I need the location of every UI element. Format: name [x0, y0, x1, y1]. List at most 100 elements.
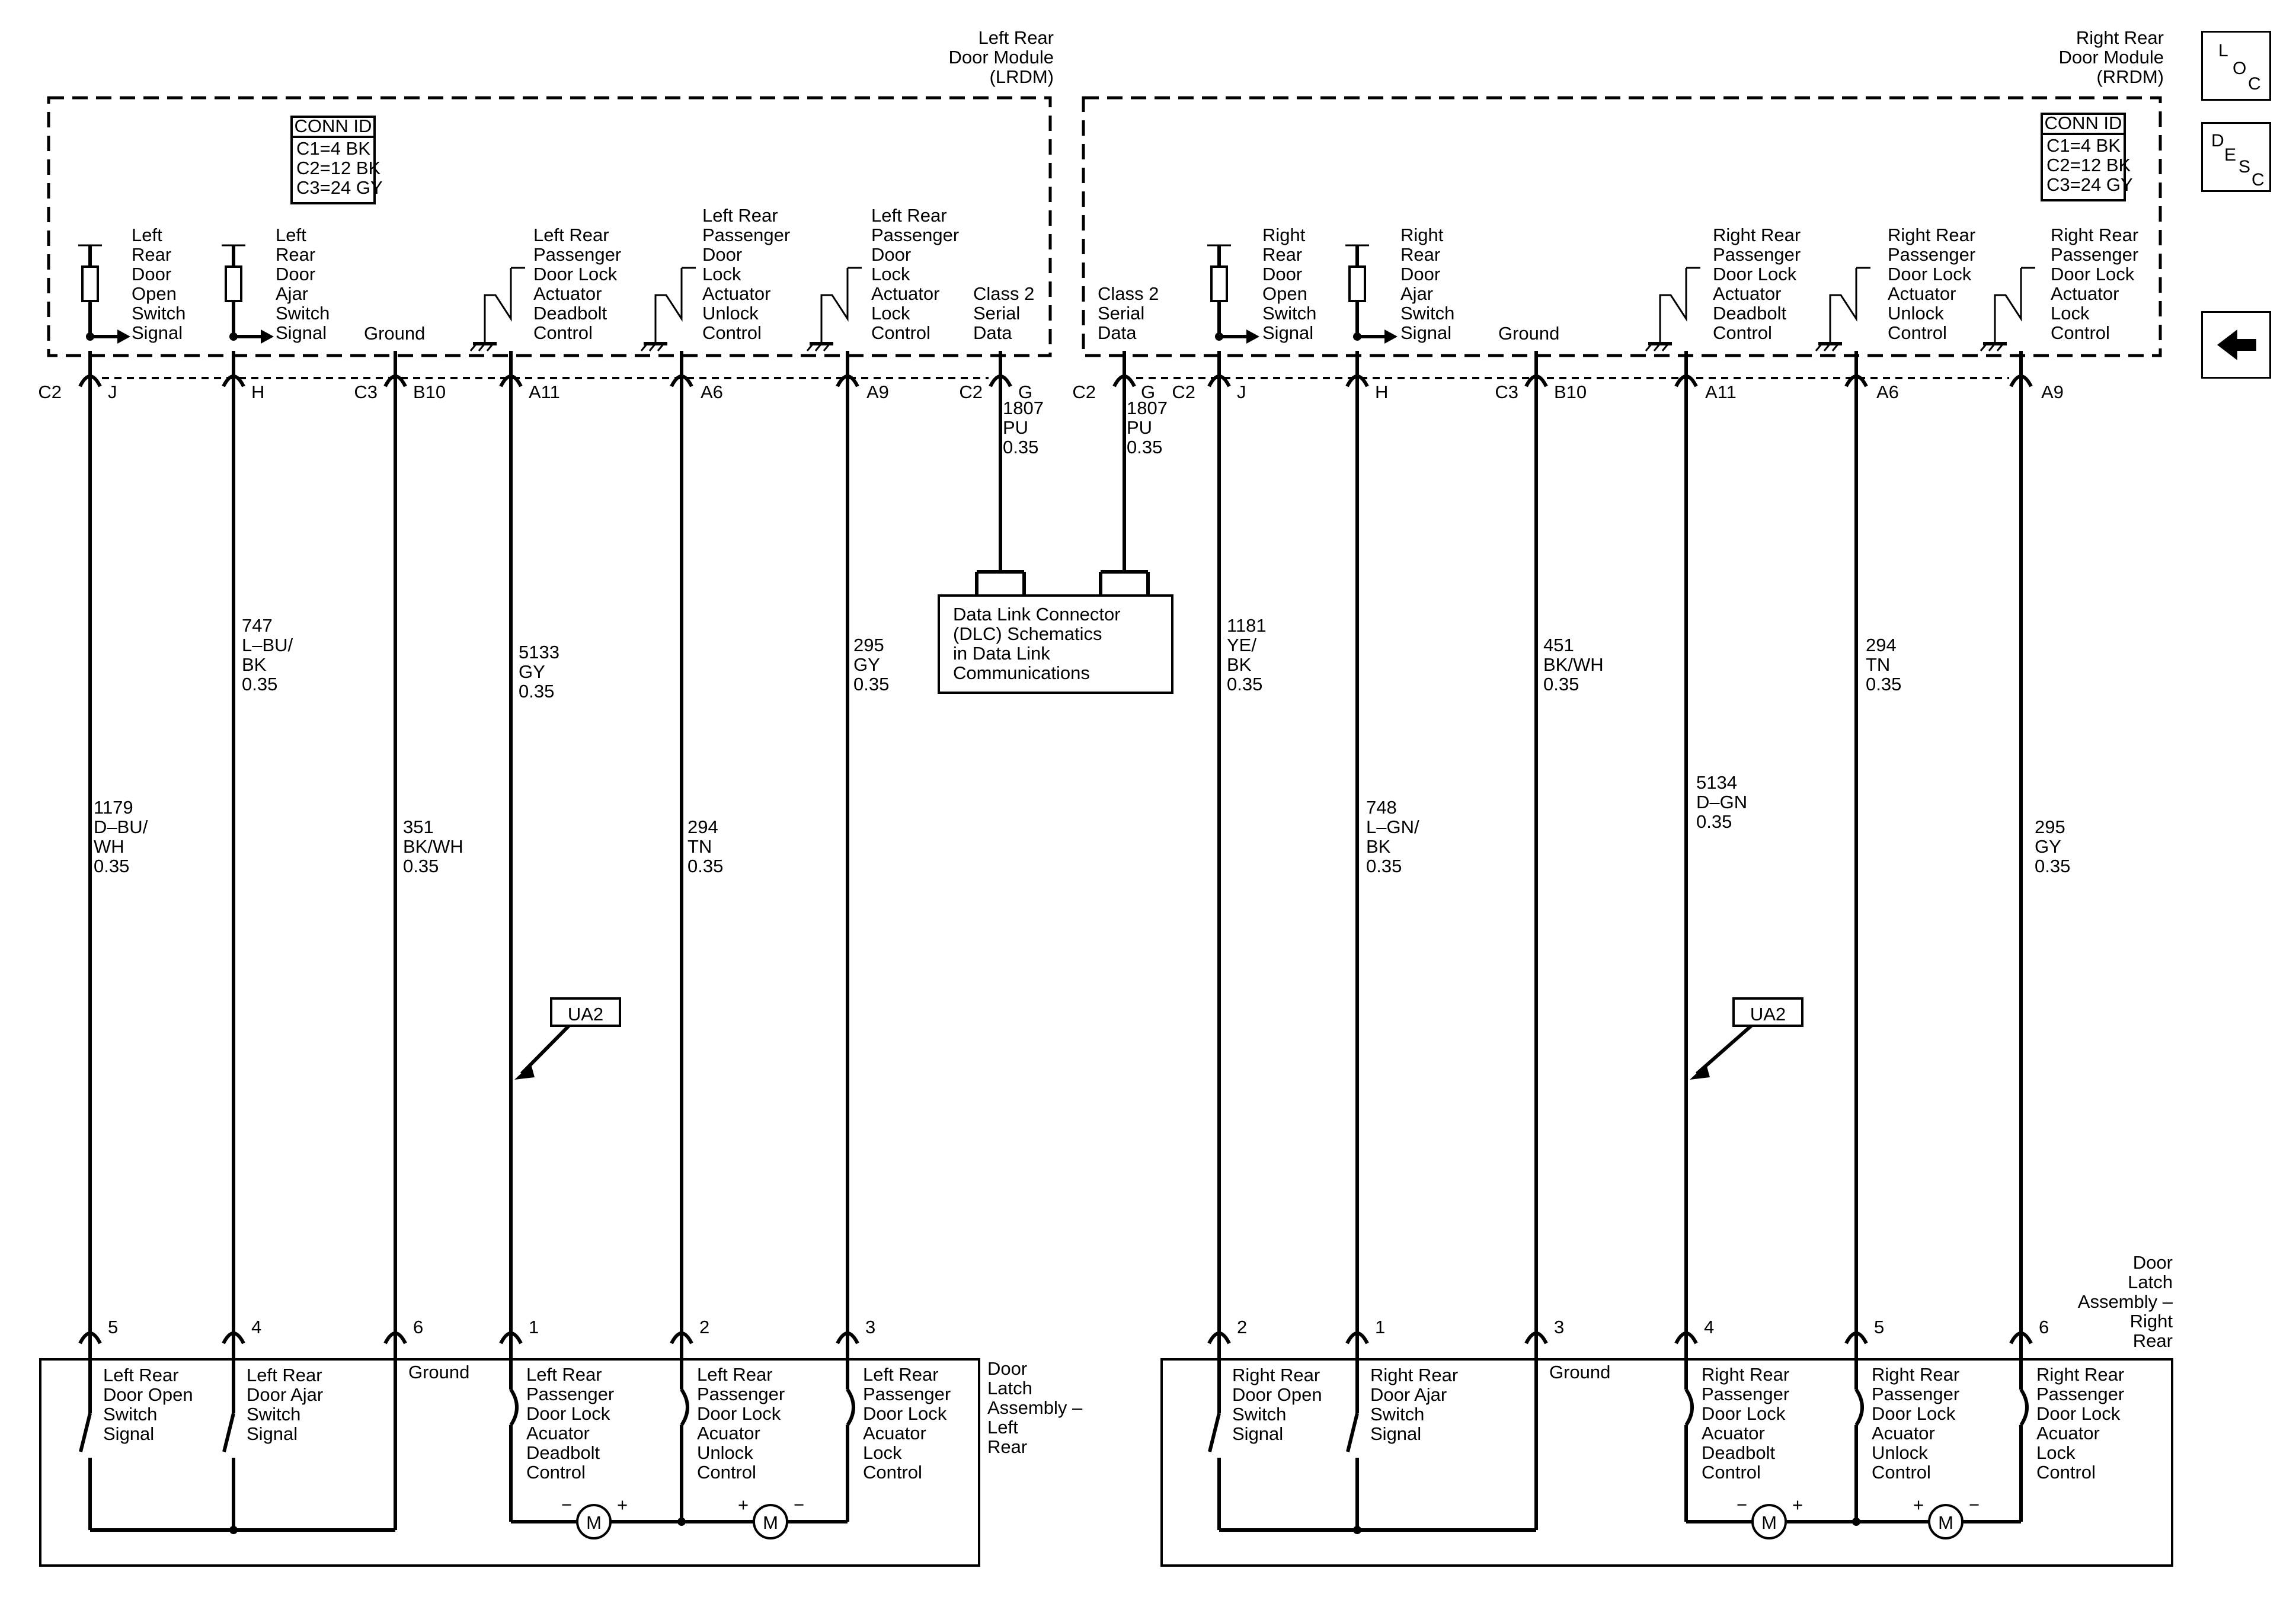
signal-label: Passenger	[1888, 244, 1975, 265]
ground-icon	[1661, 343, 1670, 351]
latch-label: Lock	[863, 1442, 902, 1463]
connector-pin-label: B10	[1554, 382, 1587, 402]
location-button[interactable]: L O C	[2201, 31, 2271, 101]
latch-label: Lock	[2036, 1442, 2076, 1463]
left-arrow-icon	[2217, 329, 2256, 360]
dlc-reference-text: Communications	[953, 662, 1090, 683]
signal-label: Switch	[1262, 303, 1316, 324]
arrow-icon	[117, 329, 130, 344]
switch-icon	[1346, 1413, 1359, 1452]
wire-label: 294	[1866, 635, 1897, 655]
signal-label: Signal	[1400, 322, 1451, 343]
wire-label: 747	[242, 615, 273, 636]
circuit-wires: 1179D–BU/WH0.35747L–BU/BK0.35351BK/WH0.3…	[78, 351, 2070, 1345]
signal-label: Door	[1262, 264, 1302, 284]
ground-icon	[1653, 343, 1661, 351]
latch-label: Right Rear	[1872, 1364, 1959, 1385]
connector-terminal	[222, 1331, 245, 1345]
arrow-icon	[1246, 329, 1259, 344]
resistor-icon	[1348, 265, 1366, 302]
latch-label: Deadbolt	[1702, 1442, 1775, 1463]
connector-pin-label: H	[251, 382, 264, 402]
motor-icon	[753, 1504, 788, 1539]
ground-icon	[1996, 343, 2004, 351]
signal-label: Right Rear	[1888, 225, 1975, 245]
latch-label: Passenger	[2036, 1384, 2124, 1404]
latch-label: Passenger	[526, 1384, 614, 1404]
connector-pin-label: C3	[354, 382, 378, 402]
wire-label: 295	[853, 635, 884, 655]
back-button[interactable]	[2201, 311, 2271, 379]
latch-terminal-label: 6	[2039, 1317, 2049, 1337]
latch-label: Ground	[1549, 1362, 1610, 1382]
ground-icon	[1980, 343, 1988, 351]
signal-label: Ground	[1498, 323, 1559, 344]
signal-label: Switch	[1400, 303, 1454, 324]
signal-label: Ajar	[276, 283, 308, 304]
signal-label: Door Lock	[1888, 264, 1972, 284]
signal-label: Actuator	[702, 283, 770, 304]
connector-terminal	[1112, 375, 1136, 388]
wire-label: GY	[519, 661, 545, 682]
signal-label: Door	[1400, 264, 1440, 284]
relay-switch-icon	[1659, 268, 1687, 344]
connector-pin-label: G	[1141, 382, 1155, 402]
signal-label: Actuator	[533, 283, 602, 304]
arrow-icon	[1384, 329, 1398, 344]
splice-dot	[1353, 1526, 1361, 1534]
connector-terminal	[383, 1331, 407, 1345]
left-module-name: Left Rear	[978, 27, 1054, 48]
desc-letter-s: S	[2239, 157, 2251, 177]
connector-terminal	[499, 1331, 523, 1345]
dlc-reference-text: Data Link Connector	[953, 604, 1121, 625]
wire-label: 0.35	[94, 856, 129, 876]
latch-label: Control	[2036, 1462, 2096, 1483]
left-module-name: Door Module	[949, 47, 1054, 68]
wire-label: L–GN/	[1366, 817, 1419, 837]
signal-label: Passenger	[533, 244, 621, 265]
wire-label: L–BU/	[242, 635, 293, 655]
connector-terminal	[1524, 1331, 1548, 1345]
latch-label: Passenger	[1872, 1384, 1959, 1404]
wire-label: 1807	[1127, 398, 1168, 418]
latch-label: Door Lock	[1872, 1403, 1956, 1424]
motor-polarity: −	[794, 1494, 804, 1515]
connector-pin-label: C3	[1495, 382, 1518, 402]
latch-assembly-name: Right	[2130, 1311, 2173, 1331]
latch-label: Acuator	[697, 1423, 760, 1443]
wire-label: 0.35	[1003, 437, 1038, 457]
conn-id-title: CONN ID	[2045, 113, 2122, 133]
latch-label: Left Rear	[697, 1364, 773, 1385]
signal-label: Actuator	[2051, 283, 2119, 304]
motor-symbol: M	[1938, 1512, 1953, 1533]
switch-icon	[1208, 1413, 1221, 1452]
relay-switch-icon	[484, 268, 512, 344]
connector-terminal	[1345, 1331, 1369, 1345]
connector-pin-label: A6	[1876, 382, 1899, 402]
wire-label: 0.35	[853, 674, 889, 694]
splice-dot	[677, 1518, 686, 1526]
latch-label: Door Lock	[697, 1403, 781, 1424]
wire-label: 0.35	[519, 681, 554, 702]
motor-polarity: +	[738, 1494, 749, 1515]
signal-label: Open	[132, 283, 177, 304]
latch-label: Acuator	[526, 1423, 590, 1443]
signal-label: Passenger	[871, 225, 959, 245]
conn-id-row: C2=12 BK	[296, 158, 381, 178]
wire-label: 0.35	[1227, 674, 1262, 694]
ground-icon	[806, 343, 814, 351]
motor-icon	[576, 1504, 612, 1539]
conn-id-row: C1=4 BK	[2046, 135, 2121, 156]
signal-label: Right	[1262, 225, 1306, 245]
signal-label: Class 2	[973, 283, 1034, 304]
ground-icon	[657, 343, 665, 351]
wire-label: 5133	[519, 642, 559, 662]
signal-label: Right Rear	[2051, 225, 2138, 245]
connector-pin-label: B10	[413, 382, 446, 402]
ground-icon	[1831, 343, 1840, 351]
description-button[interactable]: D E S C	[2201, 122, 2271, 192]
connector-terminal	[989, 375, 1012, 388]
signal-label: Unlock	[702, 303, 759, 324]
arrow-icon	[514, 1064, 535, 1080]
latch-label: Switch	[1370, 1404, 1424, 1425]
